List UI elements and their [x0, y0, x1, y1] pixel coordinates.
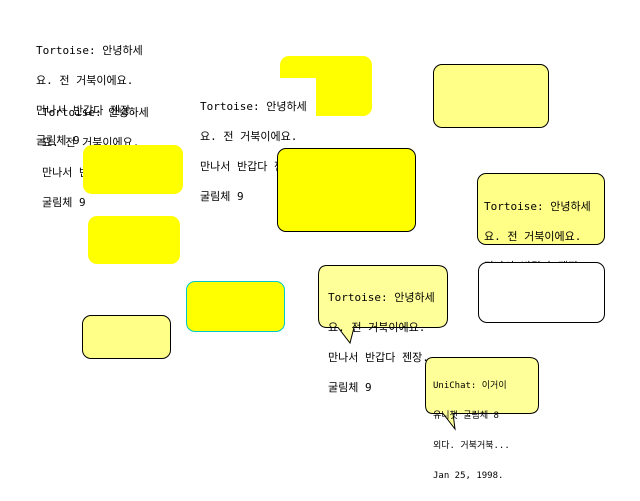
- pale-yellow-box-bottom-left: [82, 315, 171, 359]
- message-line: Tortoise: 안녕하세: [200, 100, 307, 113]
- white-box-right: [478, 262, 605, 323]
- message-line: 굴림체 9: [328, 381, 372, 394]
- chat-balloon-right: Tortoise: 안녕하세 요. 전 거북이에요. 만나서 반갑다 젠장. 굴…: [477, 173, 605, 302]
- message-line: 외다. 거북거북...: [433, 441, 510, 451]
- speech-balloon-center: Tortoise: 안녕하세 요. 전 거북이에요. 만나서 반갑다 젠장. 굴…: [318, 265, 448, 393]
- message-line: Tortoise: 안녕하세: [36, 44, 143, 57]
- message-line: 요. 전 거북이에요.: [484, 230, 582, 243]
- message-line: 굴림체 9: [36, 134, 80, 147]
- speech-balloon-shape: [425, 357, 539, 431]
- speech-balloon-shape: [318, 265, 448, 345]
- message-line: 굴림체 9: [200, 190, 244, 203]
- yellow-box-cyan-border: [186, 281, 285, 332]
- message-line: 요. 전 거북이에요.: [200, 130, 298, 143]
- message-line: 유니챗 굴림체 8: [433, 411, 499, 421]
- message-line: UniChat: 이거이: [433, 381, 507, 391]
- speech-balloon-unichat: UniChat: 이거이 유니챗 굴림체 8 외다. 거북거북... Jan 2…: [425, 357, 539, 481]
- chat-message-unichat: UniChat: 이거이 유니챗 굴림체 8 외다. 거북거북... Jan 2…: [433, 361, 510, 501]
- message-line: 요. 전 거북이에요.: [36, 74, 134, 87]
- chat-message-plain-1: Tortoise: 안녕하세 요. 전 거북이에요. 만나서 반갑다 젠장. 굴…: [36, 26, 143, 156]
- message-line: 요. 전 거북이에요.: [328, 321, 426, 334]
- chat-message-balloon-center: Tortoise: 안녕하세 요. 전 거북이에요. 만나서 반갑다 젠장. 굴…: [328, 273, 435, 413]
- message-line: 만나서 반갑다 젠장.: [328, 351, 429, 364]
- pale-yellow-box-top-right: [433, 64, 549, 128]
- yellow-box-left-1: [83, 145, 183, 194]
- yellow-box-left-2: [88, 216, 180, 264]
- message-line: Jan 25, 1998.: [433, 471, 504, 481]
- text-background: [199, 78, 316, 120]
- message-line: Tortoise: 안녕하세: [328, 291, 435, 304]
- message-line: Tortoise: 안녕하세: [42, 106, 149, 119]
- message-line: 만나서 반갑다 젠장.: [36, 104, 137, 117]
- message-line: 굴림체 9: [42, 196, 86, 209]
- message-line: 요. 전 거북이에요.: [42, 136, 140, 149]
- yellow-box-center: [277, 148, 416, 232]
- message-line: Tortoise: 안녕하세: [484, 200, 591, 213]
